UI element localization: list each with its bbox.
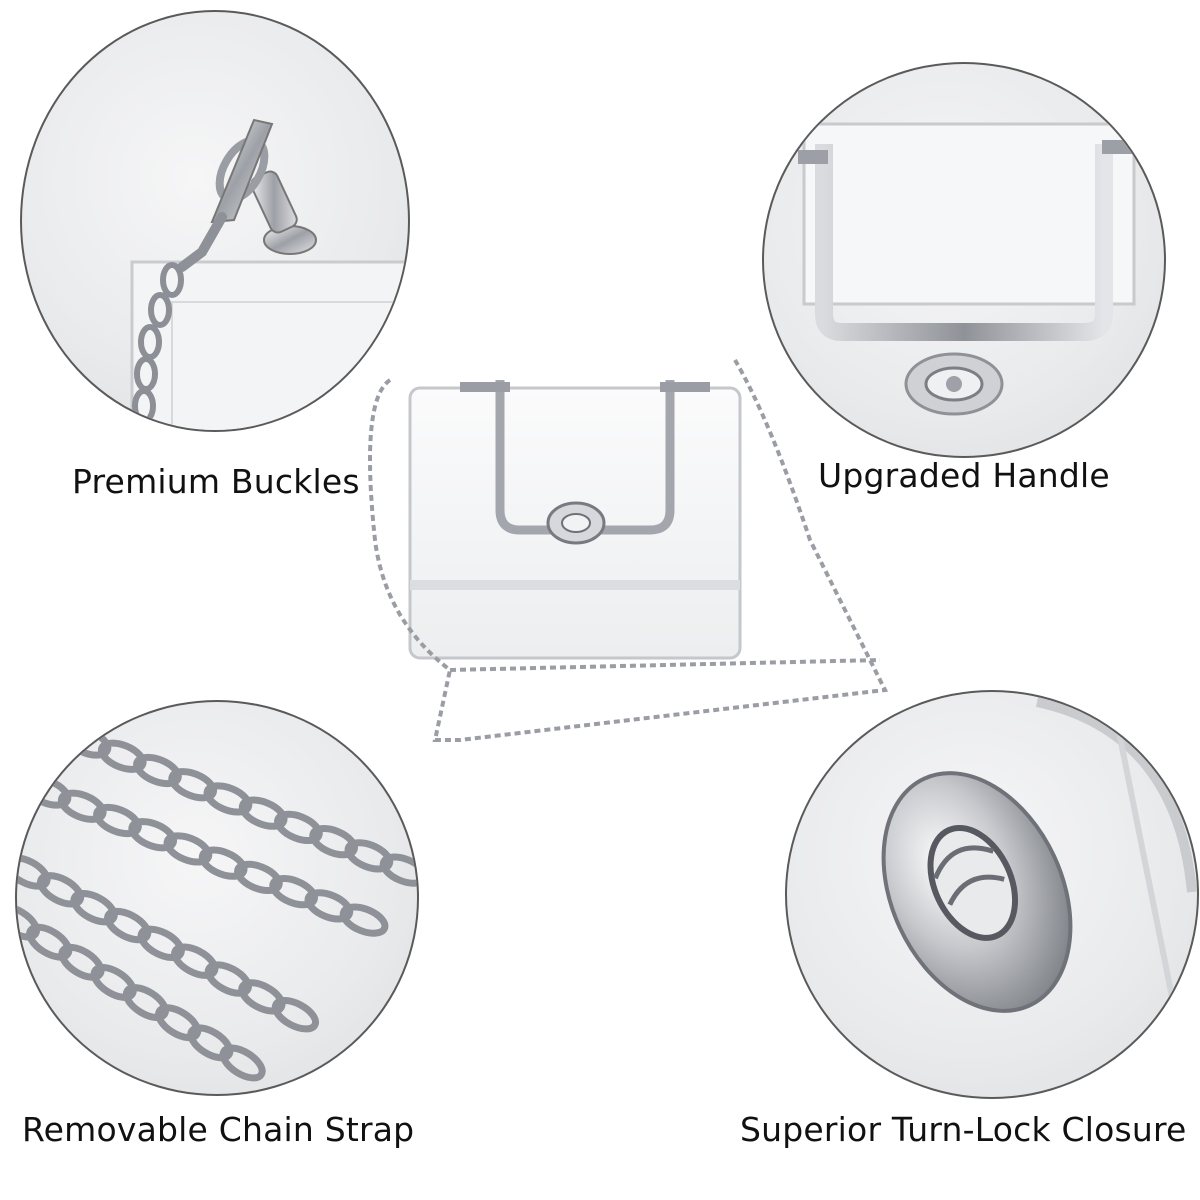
buckles-caption: Premium Buckles xyxy=(72,462,360,501)
chain-caption: Removable Chain Strap xyxy=(22,1110,415,1149)
turn-lock-detail-circle xyxy=(785,690,1199,1099)
chain-detail-circle xyxy=(15,700,419,1096)
handle-detail-circle xyxy=(762,62,1166,458)
buckle-closeup-image xyxy=(130,118,408,430)
handle-closeup-image xyxy=(798,122,1136,416)
turn-lock-caption: Superior Turn-Lock Closure xyxy=(740,1110,1187,1149)
clear-bag-product-image xyxy=(368,358,889,742)
handle-caption: Upgraded Handle xyxy=(818,456,1110,495)
chain-closeup-image xyxy=(17,725,417,1082)
turn-lock-closeup-image xyxy=(881,697,1197,1073)
buckles-detail-circle xyxy=(20,10,410,432)
